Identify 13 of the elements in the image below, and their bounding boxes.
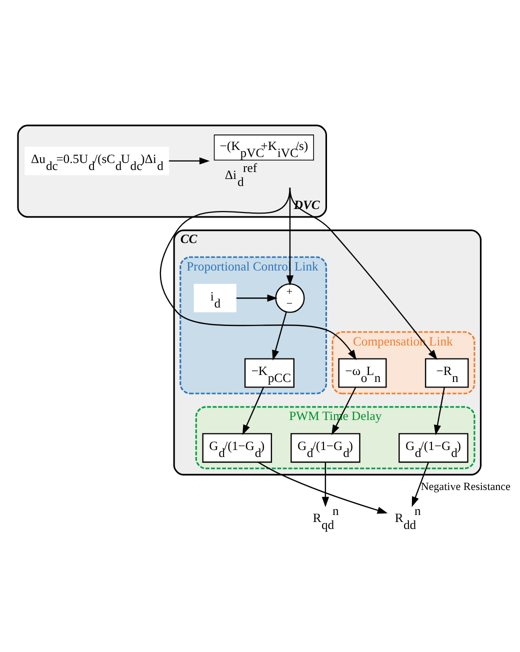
node-circle: + − — [275, 282, 305, 312]
arrow — [242, 386, 264, 435]
arrow — [272, 311, 287, 360]
arrow — [322, 462, 330, 507]
arrow — [434, 386, 445, 435]
arrow — [236, 294, 278, 302]
arrow — [258, 461, 388, 514]
arrow — [160, 187, 357, 360]
arrow — [168, 156, 210, 164]
arrow — [286, 187, 294, 286]
edge-label: Negative Resistance — [420, 480, 510, 492]
arrow — [289, 187, 438, 360]
arrow — [412, 462, 429, 507]
